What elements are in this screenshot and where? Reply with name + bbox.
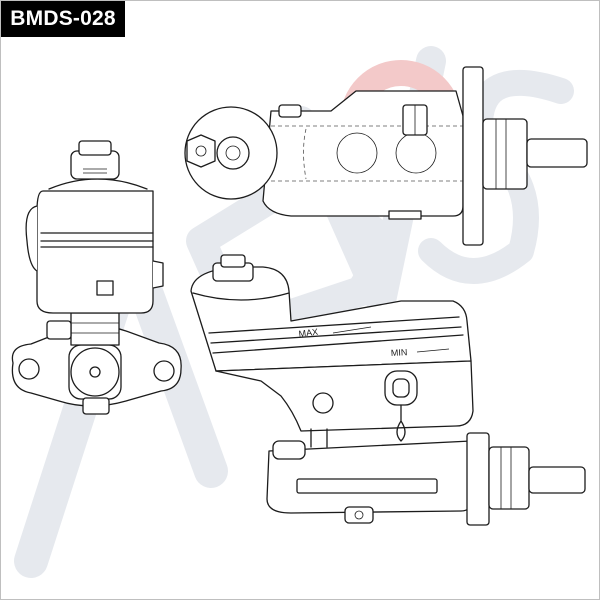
reservoir-body bbox=[36, 190, 154, 314]
iso-pushrod-boss bbox=[488, 446, 530, 510]
level-sensor-connector bbox=[384, 370, 418, 442]
bore-inner bbox=[89, 366, 101, 378]
reservoir-left-bulge bbox=[25, 205, 38, 272]
flange-bolt-hole-left bbox=[18, 358, 40, 380]
top-pushrod-boss bbox=[482, 118, 528, 190]
top-view bbox=[184, 66, 588, 246]
iso-bottom-lug bbox=[344, 506, 374, 524]
left-view bbox=[11, 140, 182, 415]
flange-bolt-hole-right bbox=[153, 360, 175, 382]
top-flange bbox=[462, 66, 484, 246]
reservoir-clip bbox=[96, 280, 114, 296]
reservoir-right-tab bbox=[152, 260, 164, 289]
top-end-hub bbox=[216, 136, 250, 170]
iso-flange bbox=[466, 432, 490, 526]
top-reservoir-port-1 bbox=[336, 132, 378, 174]
cap-top bbox=[78, 140, 112, 156]
iso-left-outlet bbox=[272, 440, 306, 460]
top-small-boss bbox=[278, 104, 302, 118]
top-nut bbox=[186, 134, 216, 168]
bottom-port bbox=[82, 397, 110, 415]
iso-body-rib bbox=[296, 478, 438, 494]
iso-sensor-boss bbox=[312, 392, 334, 414]
min-mark: MIN bbox=[391, 347, 408, 358]
iso-cap-top bbox=[220, 254, 246, 268]
reservoir-side-port bbox=[46, 320, 72, 340]
iso-reservoir bbox=[190, 266, 472, 372]
iso-lower-reservoir bbox=[215, 360, 474, 432]
isometric-view: MAX MIN bbox=[190, 254, 586, 526]
iso-pushrod bbox=[528, 466, 586, 494]
max-mark: MAX bbox=[298, 327, 319, 339]
top-pushrod bbox=[526, 138, 588, 168]
reservoir-neck bbox=[70, 312, 120, 346]
part-number-label: BMDS-028 bbox=[1, 1, 125, 37]
top-bottom-tab bbox=[388, 210, 422, 220]
